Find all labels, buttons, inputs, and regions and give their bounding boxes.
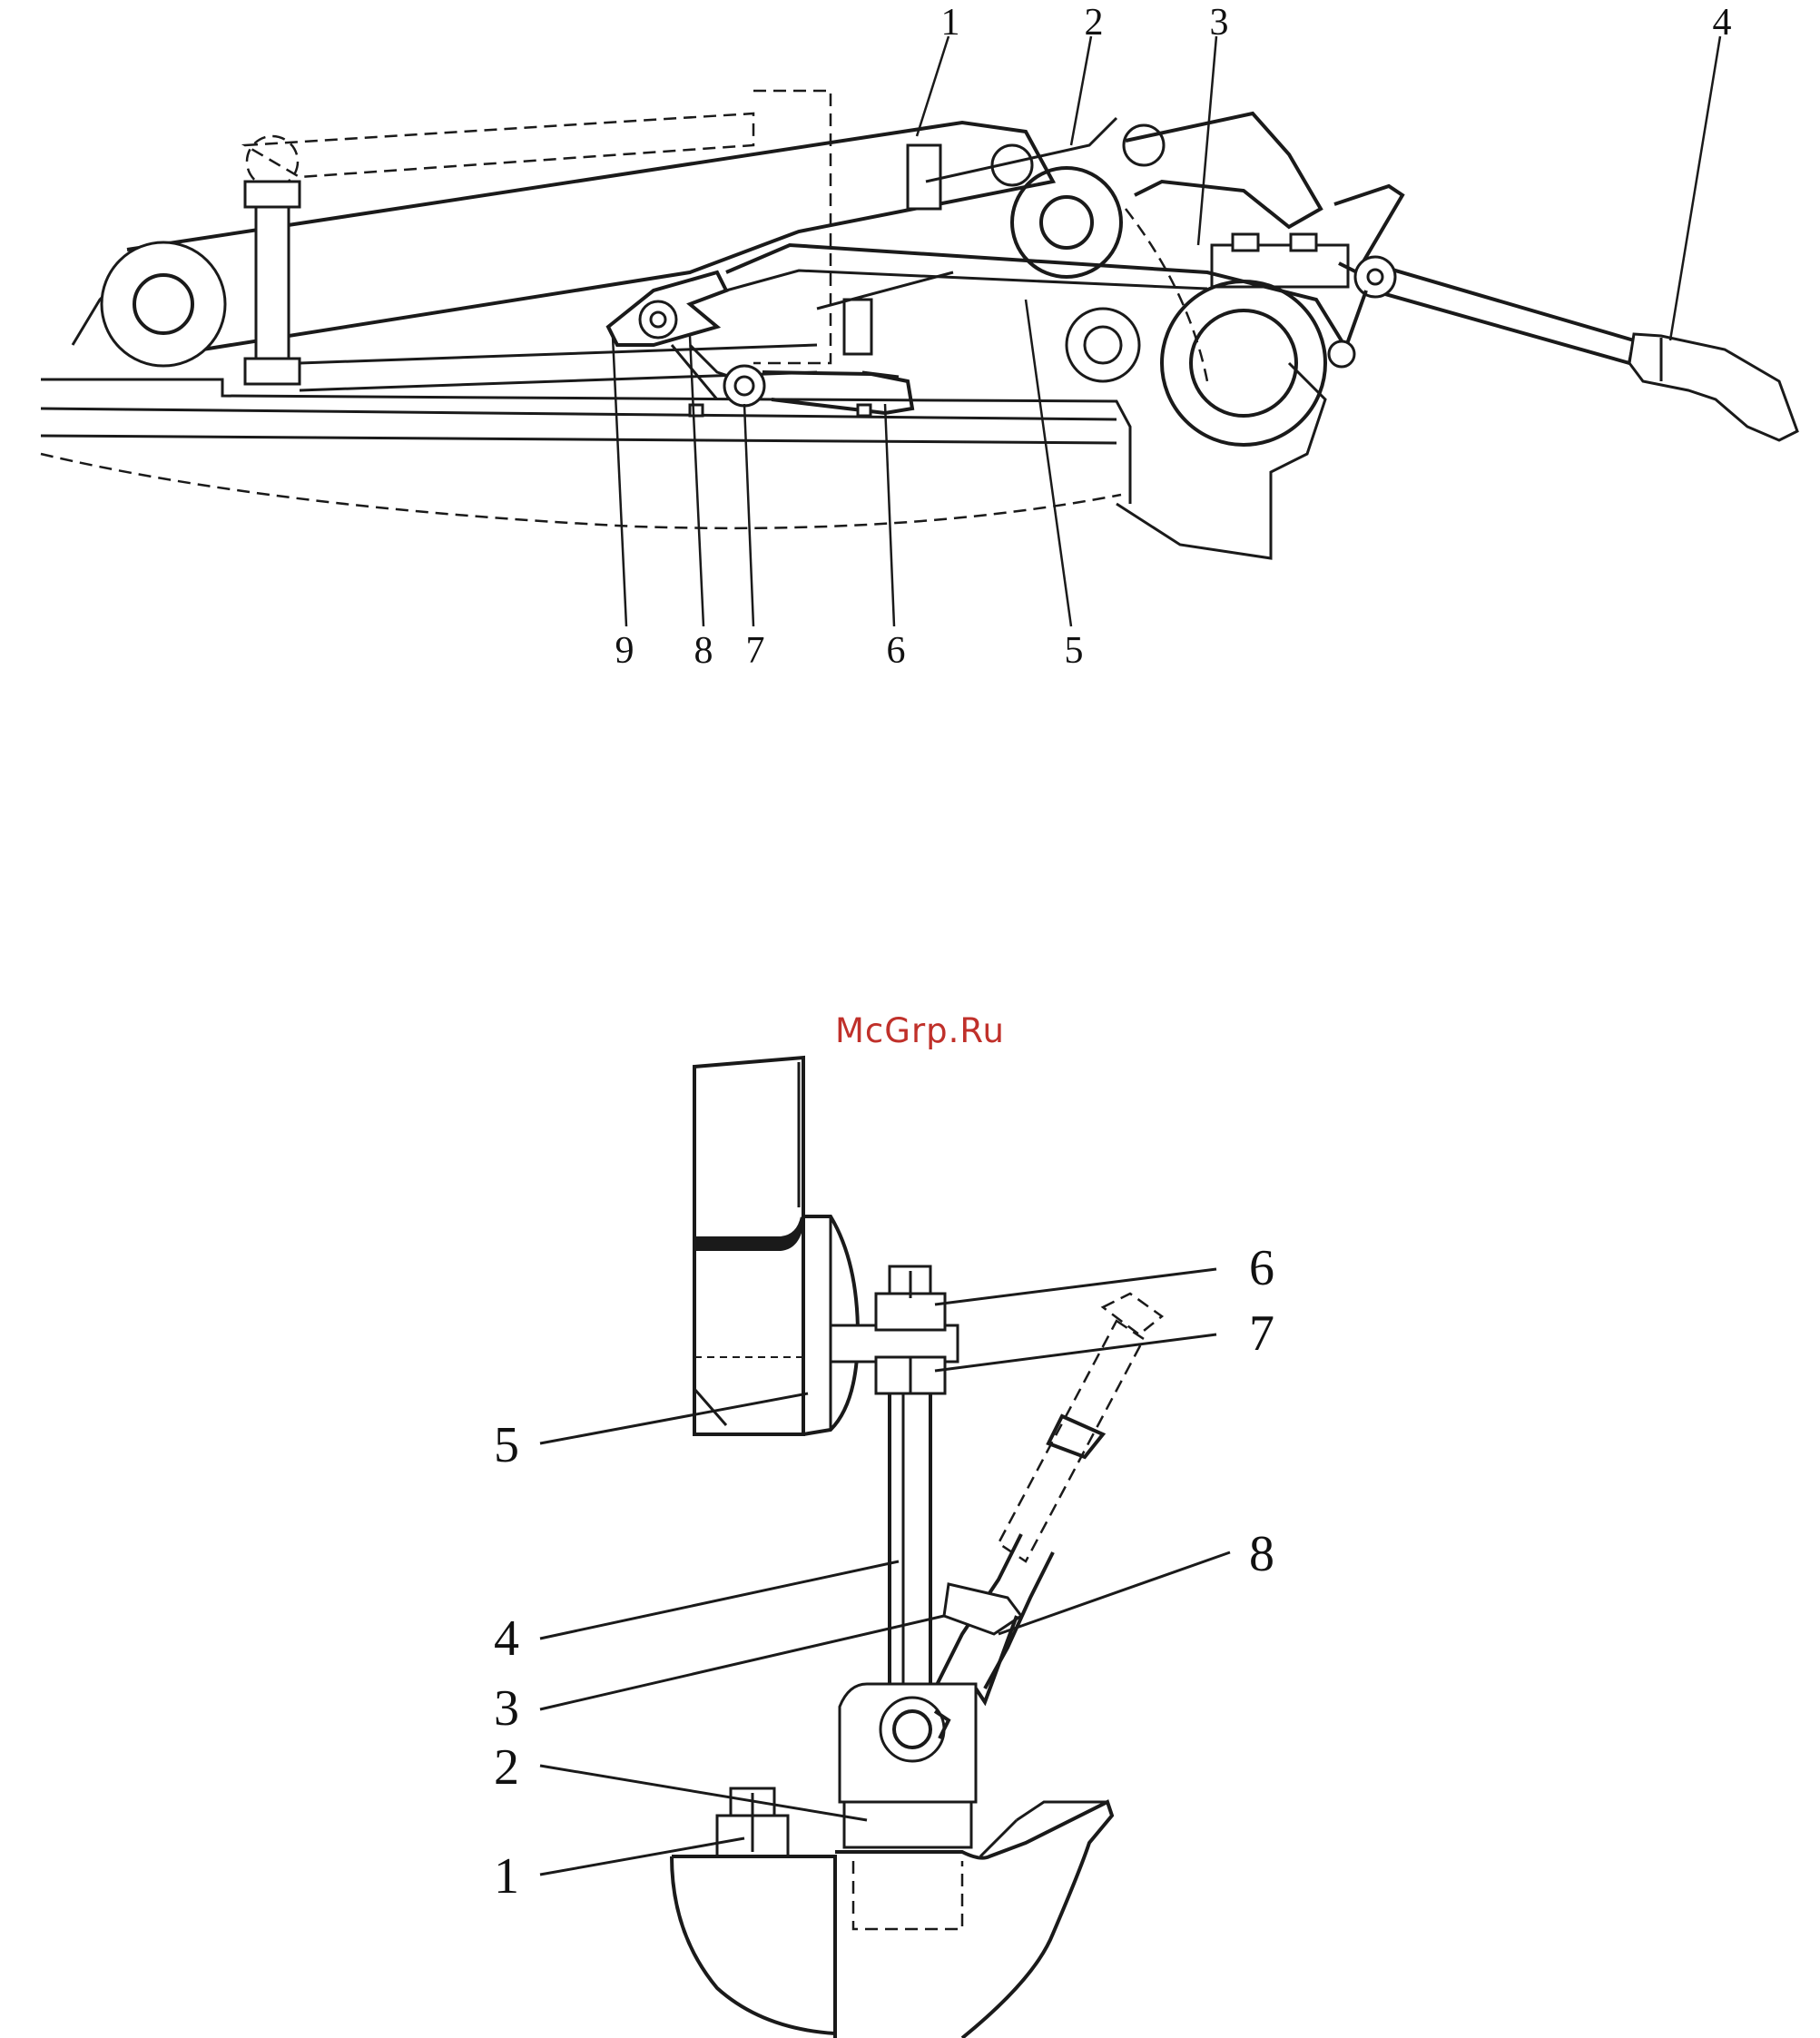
bottom-label-1: 1 [494, 1848, 519, 1905]
bottom-label-8: 8 [1249, 1526, 1274, 1582]
bottom-label-7: 7 [1249, 1305, 1274, 1362]
shaft-2 [844, 1802, 971, 1847]
bottom-label-3: 3 [494, 1680, 519, 1737]
bolt-6-nut-7 [876, 1266, 945, 1393]
pivot-block-3 [840, 1684, 976, 1802]
bottom-label-4: 4 [494, 1610, 519, 1667]
housing-5 [694, 1058, 858, 1434]
bottom-label-6: 6 [1249, 1240, 1274, 1296]
bolt-1 [717, 1788, 788, 1856]
inclined-rod [935, 1294, 1162, 1688]
rod-4 [890, 1393, 930, 1688]
bottom-label-2: 2 [494, 1739, 519, 1796]
bottom-label-5: 5 [494, 1417, 519, 1473]
